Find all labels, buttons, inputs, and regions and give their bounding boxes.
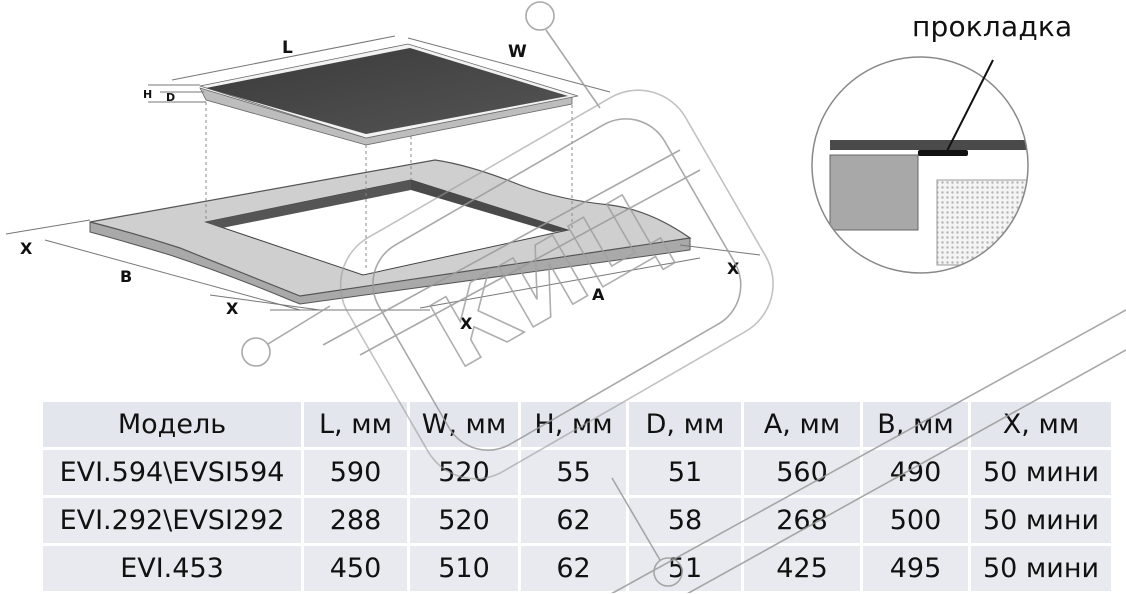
cell-model: EVI.594\EVSI594 xyxy=(43,450,301,495)
header-D: D, мм xyxy=(629,402,741,447)
dimension-label-X-right: X xyxy=(727,259,740,278)
cell-X: 50 мини xyxy=(971,498,1111,543)
table-row: EVI.292\EVSI292 288 520 62 58 268 500 50… xyxy=(43,498,1111,543)
cell-D: 51 xyxy=(629,546,741,591)
cell-H: 55 xyxy=(521,450,626,495)
installation-diagram: L W H D B A X X X X xyxy=(5,35,1029,333)
dimension-label-W: W xyxy=(508,42,527,62)
dimension-label-H: H xyxy=(143,88,152,101)
header-A: A, мм xyxy=(744,402,860,447)
cell-L: 450 xyxy=(304,546,407,591)
gasket-pointer-line xyxy=(944,59,994,156)
dimension-label-A: A xyxy=(592,285,605,304)
table-header-row: Модель L, мм W, мм H, мм D, мм A, мм B, … xyxy=(43,402,1111,447)
cell-X: 50 мини xyxy=(971,450,1111,495)
dimension-label-D: D xyxy=(166,91,175,104)
cell-H: 62 xyxy=(521,546,626,591)
header-W: W, мм xyxy=(410,402,518,447)
dimensions-table: Модель L, мм W, мм H, мм D, мм A, мм B, … xyxy=(40,399,1114,594)
cell-W: 520 xyxy=(410,450,518,495)
dimension-label-B: B xyxy=(120,267,132,286)
cell-B: 495 xyxy=(863,546,968,591)
cell-B: 500 xyxy=(863,498,968,543)
dimension-label-X-bottom: X xyxy=(460,314,473,333)
cell-A: 425 xyxy=(744,546,860,591)
cell-W: 520 xyxy=(410,498,518,543)
dimension-label-L: L xyxy=(282,38,293,58)
cell-X: 50 мини xyxy=(971,546,1111,591)
table-row: EVI.453 450 510 62 51 425 495 50 мини xyxy=(43,546,1111,591)
cell-model: EVI.453 xyxy=(43,546,301,591)
cell-W: 510 xyxy=(410,546,518,591)
dimension-label-X-bottom-left: X xyxy=(226,299,239,318)
cell-A: 268 xyxy=(744,498,860,543)
header-L: L, мм xyxy=(304,402,407,447)
table-row: EVI.594\EVSI594 590 520 55 51 560 490 50… xyxy=(43,450,1111,495)
dimension-label-X-left: X xyxy=(20,239,33,258)
gasket-label: прокладка xyxy=(912,10,1073,43)
header-B: B, мм xyxy=(863,402,968,447)
cell-D: 51 xyxy=(629,450,741,495)
countertop xyxy=(89,159,692,305)
header-H: H, мм xyxy=(521,402,626,447)
cell-L: 288 xyxy=(304,498,407,543)
cell-A: 560 xyxy=(744,450,860,495)
cell-L: 590 xyxy=(304,450,407,495)
header-X: X, мм xyxy=(971,402,1111,447)
cell-D: 58 xyxy=(629,498,741,543)
cell-model: EVI.292\EVSI292 xyxy=(43,498,301,543)
header-model: Модель xyxy=(43,402,301,447)
cell-B: 490 xyxy=(863,450,968,495)
cell-H: 62 xyxy=(521,498,626,543)
gasket-detail-callout xyxy=(811,56,1029,274)
